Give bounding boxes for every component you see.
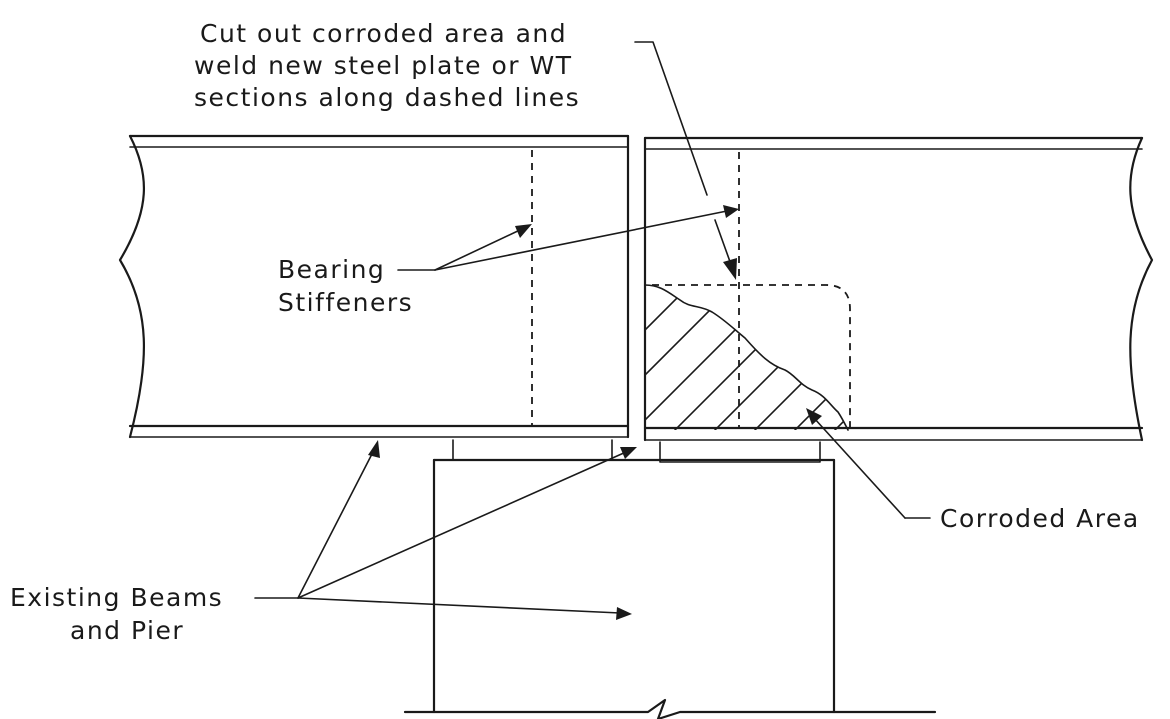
bearing-stiffeners-label-line-2: Stiffeners	[278, 288, 413, 317]
cut-out-outline	[652, 284, 851, 427]
arrowhead	[723, 205, 739, 218]
arrowhead	[368, 440, 380, 458]
cut-out-note-line-3: sections along dashed lines	[194, 83, 580, 112]
bearing-stiffeners	[531, 150, 740, 428]
arrowhead	[515, 224, 532, 238]
cut-out-note-line-2: weld new steel plate or WT	[194, 51, 572, 80]
arrowhead	[620, 447, 637, 459]
bearing-stiffeners-label-line-1: Bearing	[278, 255, 385, 284]
cut-out-note: Cut out corroded area and weld new steel…	[194, 19, 580, 112]
cut-out-leader	[634, 41, 737, 280]
pier	[403, 458, 937, 719]
corroded-area-label: Corroded Area	[940, 504, 1140, 533]
corrosion-hatch	[645, 285, 848, 430]
corroded-area	[644, 284, 849, 431]
bearing-stiffeners-label: Bearing Stiffeners	[278, 255, 413, 317]
right-beam	[643, 136, 1154, 442]
pier-break-line	[403, 698, 937, 719]
existing-beams-leaders	[254, 440, 637, 620]
bearings	[452, 439, 821, 463]
existing-beams-and-pier-label: Existing Beams and Pier	[10, 583, 223, 645]
arrowhead	[723, 258, 737, 280]
arrowhead	[616, 607, 632, 620]
left-beam	[118, 134, 630, 439]
cut-out-note-line-1: Cut out corroded area and	[200, 19, 567, 48]
arrowhead	[806, 408, 822, 425]
existing-beams-label-line-2: and Pier	[70, 616, 184, 645]
bearing-stiffeners-leaders	[397, 205, 739, 271]
existing-beams-label-line-1: Existing Beams	[10, 583, 223, 612]
corroded-area-leader	[806, 408, 931, 519]
